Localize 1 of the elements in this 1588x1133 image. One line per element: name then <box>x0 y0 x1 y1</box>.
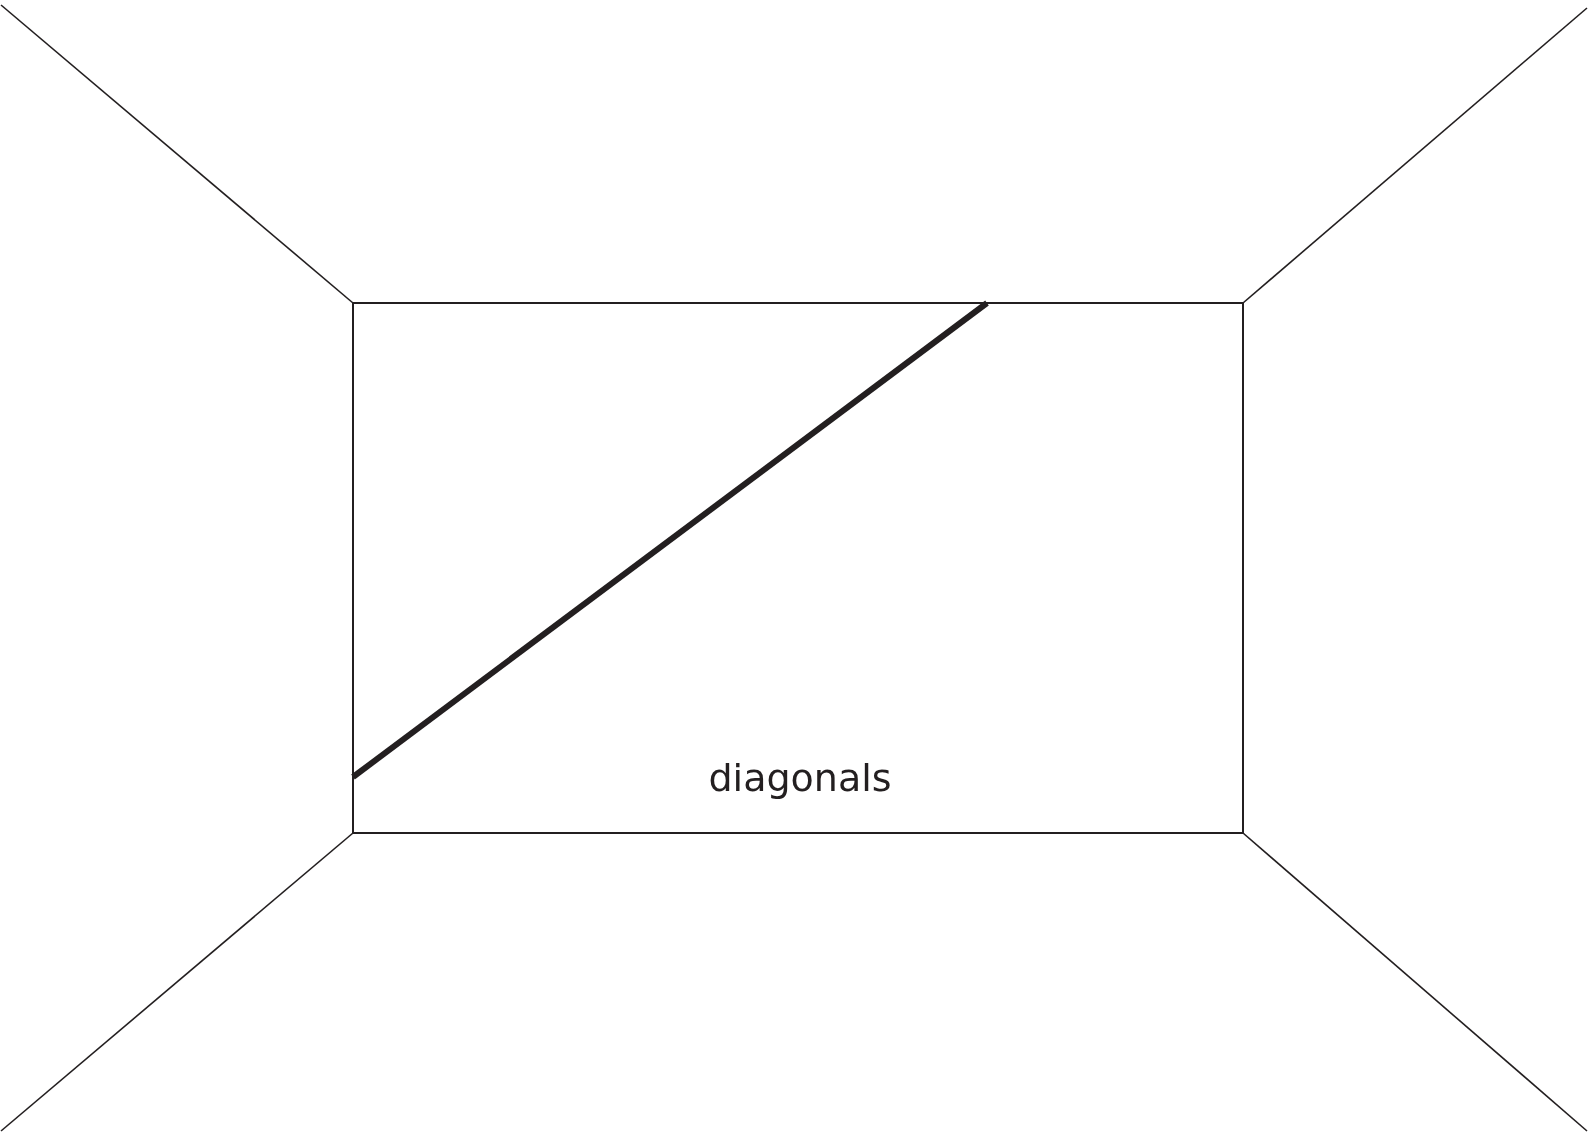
caption-text: diagonals <box>708 756 892 800</box>
